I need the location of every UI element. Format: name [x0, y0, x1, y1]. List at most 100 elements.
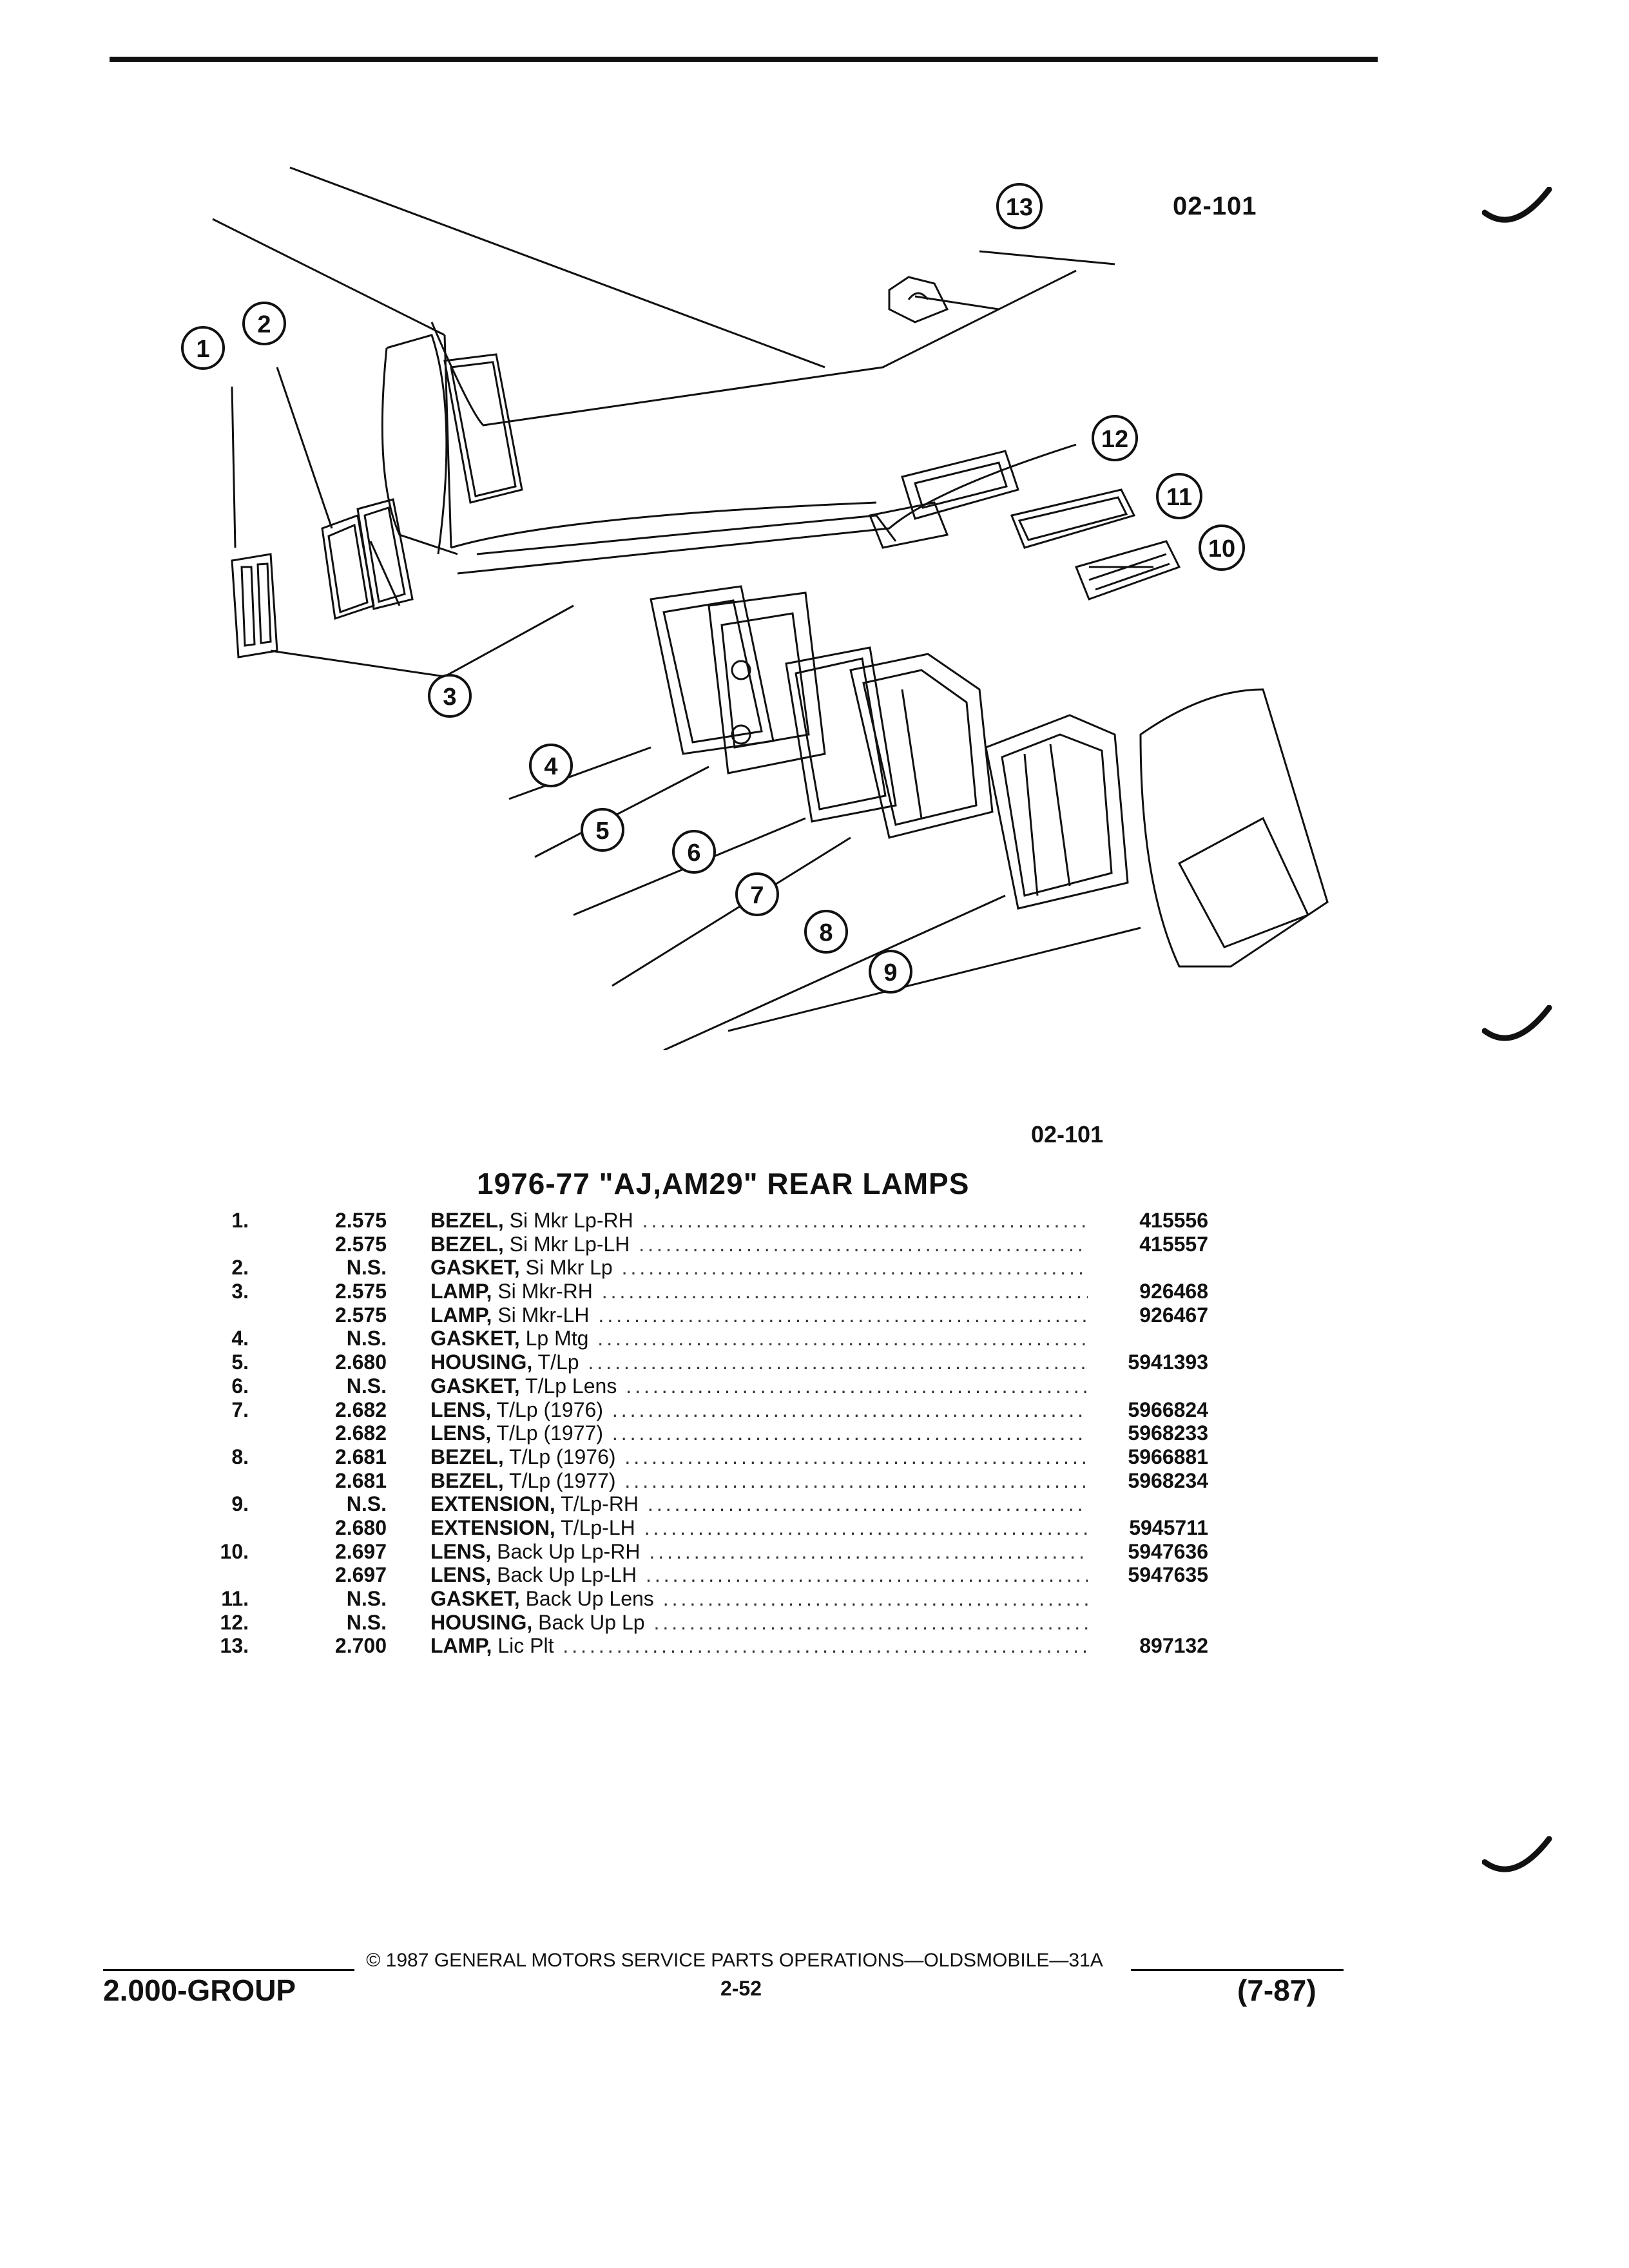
part-detail: Back Up Lens: [525, 1587, 654, 1610]
svg-text:9: 9: [883, 959, 897, 986]
parts-row: 2.697 LENS, Back Up Lp-LH ...............…: [187, 1563, 1231, 1587]
part-detail: T/Lp (1976): [496, 1398, 603, 1421]
part-number: 5968234: [1128, 1468, 1208, 1492]
svg-text:11: 11: [1166, 484, 1192, 511]
part-detail: T/Lp-LH: [561, 1515, 635, 1539]
date-code: (7-87): [1237, 1974, 1316, 2007]
part-description: BEZEL, T/Lp (1977) .....................…: [430, 1469, 1088, 1493]
part-name: HOUSING,: [430, 1350, 533, 1374]
group-number: 2.700: [334, 1634, 387, 1658]
callout-markers: 1 2 3 4 5 6 7 8 9 10 11 12 13: [181, 183, 1245, 994]
group-number: 2.697: [334, 1563, 387, 1587]
item-number: 2.: [231, 1256, 249, 1280]
part-detail: Lic Plt: [497, 1634, 554, 1658]
tail-lamp-housing-5: [708, 591, 826, 774]
item-number: 4.: [231, 1327, 249, 1350]
svg-text:8: 8: [819, 919, 833, 947]
side-lamp-opening: [443, 353, 523, 504]
parts-row: 2.N.S.GASKET, Si Mkr Lp ................…: [187, 1256, 1231, 1280]
svg-text:3: 3: [443, 684, 456, 711]
callout-10: 10: [1199, 524, 1245, 571]
callout-13: 13: [996, 183, 1043, 229]
leader-dots: ........................................…: [653, 1610, 1088, 1634]
tail-lamp-gasket-6: [785, 646, 897, 823]
svg-text:1: 1: [196, 336, 209, 363]
group-number: N.S.: [346, 1374, 387, 1398]
part-number: 415556: [1139, 1209, 1208, 1232]
part-number: 5966824: [1128, 1398, 1208, 1421]
item-number: 8.: [231, 1445, 249, 1468]
callout-1: 1: [181, 326, 225, 370]
part-name: GASKET,: [430, 1256, 520, 1280]
side-marker-bezel-1: [231, 553, 278, 658]
part-description: LENS, Back Up Lp-RH ....................…: [430, 1540, 1088, 1564]
callout-4: 4: [529, 744, 573, 787]
callout-3: 3: [428, 674, 472, 718]
lamp-mounting-gasket-4: [650, 585, 775, 755]
part-description: HOUSING, Back Up Lp ....................…: [430, 1611, 1088, 1635]
group-number: 2.681: [334, 1445, 387, 1468]
parts-row: 4.N.S.GASKET, Lp Mtg ...................…: [187, 1327, 1231, 1350]
group-number: 2.697: [334, 1539, 387, 1563]
exploded-parts-diagram: 1 2 3 4 5 6 7 8 9 10 11 12 13: [181, 166, 1329, 1050]
group-label: 2.000-GROUP: [103, 1974, 296, 2007]
footer-rule-left: [103, 1969, 354, 1971]
part-description: GASKET, Lp Mtg .........................…: [430, 1327, 1088, 1350]
figure-code-top: 02-101: [1173, 192, 1257, 220]
part-detail: Back Up Lp: [538, 1610, 645, 1634]
part-detail: T/Lp (1976): [509, 1445, 616, 1468]
binder-mark-middle: [1482, 1005, 1552, 1041]
leader-dots: ........................................…: [639, 1232, 1088, 1256]
part-description: BEZEL, Si Mkr Lp-LH ....................…: [430, 1233, 1088, 1256]
part-number: 5966881: [1128, 1445, 1208, 1468]
part-name: LAMP,: [430, 1303, 492, 1327]
callout-6: 6: [672, 830, 716, 874]
side-marker-leader: [270, 604, 574, 690]
part-description: LENS, Back Up Lp-LH ....................…: [430, 1563, 1088, 1587]
body-outline: [212, 166, 1077, 548]
part-detail: T/Lp (1977): [496, 1421, 603, 1445]
leader-dots: ........................................…: [612, 1398, 1088, 1421]
part-name: GASKET,: [430, 1374, 520, 1398]
svg-text:5: 5: [595, 818, 609, 845]
callout-2: 2: [242, 302, 286, 345]
part-detail: Lp Mtg: [525, 1327, 589, 1350]
item-number: 3.: [231, 1280, 249, 1303]
part-description: EXTENSION, T/Lp-LH .....................…: [430, 1516, 1088, 1540]
parts-row: 11.N.S.GASKET, Back Up Lens ............…: [187, 1587, 1231, 1611]
svg-text:10: 10: [1208, 535, 1235, 562]
leader-dots: ........................................…: [647, 1492, 1088, 1516]
part-description: GASKET, T/Lp Lens ......................…: [430, 1374, 1088, 1398]
part-detail: T/Lp (1977): [509, 1468, 616, 1492]
callout-5: 5: [581, 808, 624, 852]
part-name: BEZEL,: [430, 1209, 504, 1232]
section-title: 1976-77 "AJ,AM29" REAR LAMPS: [477, 1167, 970, 1200]
part-detail: T/Lp: [537, 1350, 579, 1374]
callout-8: 8: [804, 910, 848, 954]
part-name: GASKET,: [430, 1327, 520, 1350]
leader-dots: ........................................…: [624, 1445, 1088, 1468]
part-name: EXTENSION,: [430, 1492, 555, 1516]
part-detail: T/Lp-RH: [561, 1492, 639, 1516]
leader-dots: ........................................…: [612, 1421, 1088, 1445]
part-number: 926468: [1139, 1280, 1208, 1303]
part-name: LENS,: [430, 1421, 492, 1445]
item-number: 9.: [231, 1492, 249, 1516]
svg-text:12: 12: [1101, 426, 1128, 453]
leader-dots: ........................................…: [662, 1587, 1088, 1610]
item-number: 12.: [220, 1610, 249, 1634]
part-description: GASKET, Back Up Lens ...................…: [430, 1587, 1088, 1611]
part-description: BEZEL, T/Lp (1976) .....................…: [430, 1445, 1088, 1469]
group-number: N.S.: [346, 1492, 387, 1516]
part-name: BEZEL,: [430, 1468, 504, 1492]
part-detail: Back Up Lp-RH: [497, 1539, 641, 1563]
